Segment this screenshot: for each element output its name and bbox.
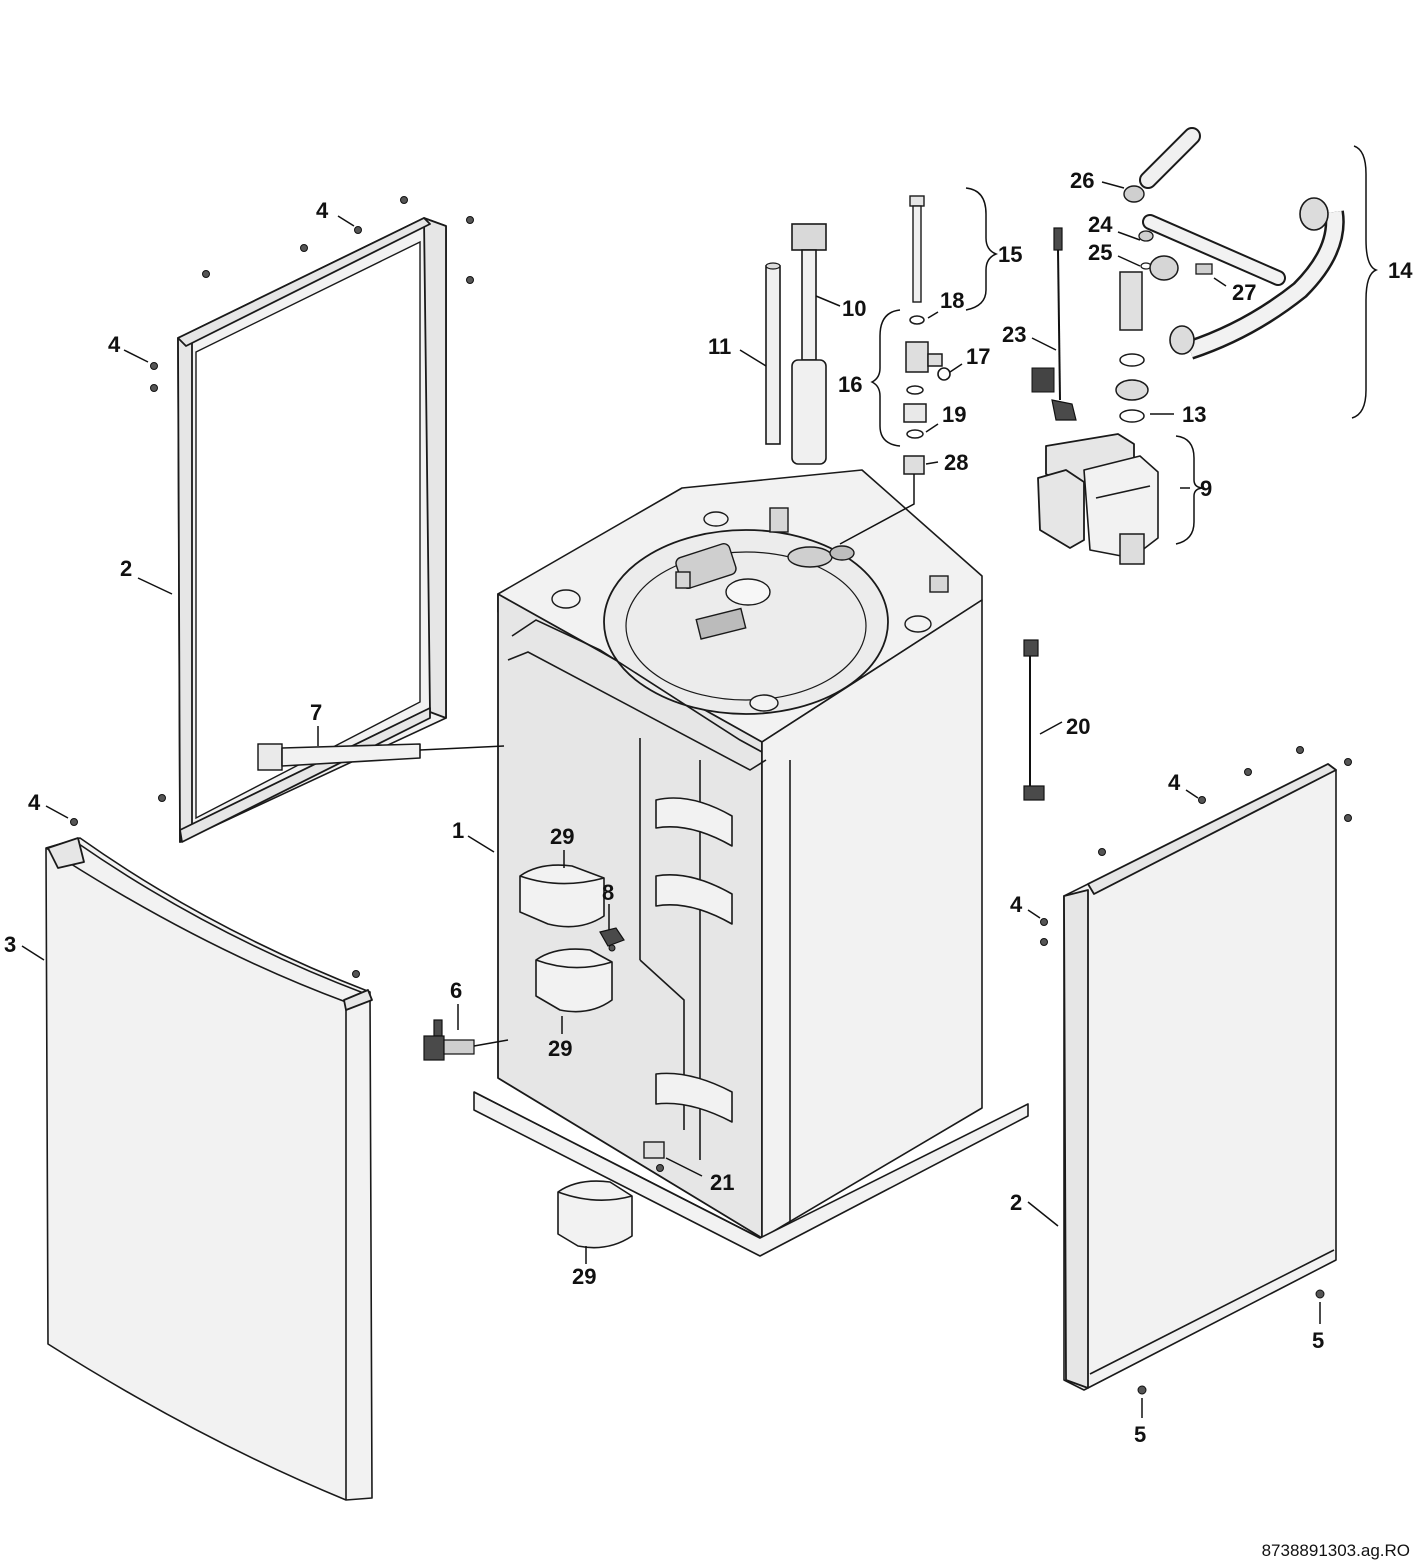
callout-3: 3 (4, 932, 16, 957)
callout-29: 29 (572, 1264, 596, 1289)
hose (257, 743, 505, 771)
callout-18: 18 (940, 288, 964, 313)
callout-17: 17 (966, 344, 990, 369)
callout-labels: 1 2 2 3 4 4 4 4 4 5 5 6 7 8 9 10 11 13 1… (4, 168, 1413, 1447)
screw (1244, 768, 1252, 776)
callout-1: 1 (452, 818, 464, 843)
callout-28: 28 (944, 450, 968, 475)
screw (466, 276, 474, 284)
side-panel-right (1063, 763, 1337, 1391)
callout-9: 9 (1200, 476, 1212, 501)
screw (1344, 758, 1352, 766)
front-cover-panel (45, 837, 373, 1501)
screw (1315, 1289, 1325, 1299)
callout-20: 20 (1066, 714, 1090, 739)
callout-4: 4 (108, 332, 121, 357)
drawing-reference: 8738891303.ag.RO (1262, 1541, 1410, 1560)
screw (70, 818, 78, 826)
callout-15: 15 (998, 242, 1022, 267)
tank-body (473, 469, 1029, 1257)
screws (70, 196, 1352, 1395)
callout-25: 25 (1088, 240, 1112, 265)
callout-10: 10 (842, 296, 866, 321)
screw (1137, 1385, 1147, 1395)
callout-7: 7 (310, 700, 322, 725)
screw (158, 794, 166, 802)
circulation-pump (1037, 433, 1159, 565)
callout-19: 19 (942, 402, 966, 427)
screw (1040, 918, 1048, 926)
screw (1296, 746, 1304, 754)
screw (1098, 848, 1106, 856)
callout-2: 2 (120, 556, 132, 581)
callout-8: 8 (602, 880, 614, 905)
screw (466, 216, 474, 224)
pipe-assembly (1115, 127, 1345, 423)
callout-4: 4 (316, 198, 329, 223)
callout-13: 13 (1182, 402, 1206, 427)
sensor-cable (1031, 227, 1077, 421)
callout-4: 4 (1168, 770, 1181, 795)
sensor-well (765, 262, 781, 445)
callout-27: 27 (1232, 280, 1256, 305)
screw (352, 970, 360, 978)
callout-5: 5 (1312, 1328, 1324, 1353)
insulation-pad-upper (519, 864, 605, 928)
callout-6: 6 (450, 978, 462, 1003)
screw (1040, 938, 1048, 946)
callout-23: 23 (1002, 322, 1026, 347)
bracket (643, 1141, 665, 1172)
callout-29: 29 (550, 824, 574, 849)
screw (150, 362, 158, 370)
insulation-pad-middle (535, 948, 613, 1013)
screw (202, 270, 210, 278)
callout-14: 14 (1388, 258, 1413, 283)
callout-21: 21 (710, 1170, 734, 1195)
callout-2: 2 (1010, 1190, 1022, 1215)
callout-24: 24 (1088, 212, 1113, 237)
insulation-pad-lower (557, 1180, 633, 1249)
screw (300, 244, 308, 252)
side-panel-left (177, 217, 447, 843)
callout-16: 16 (838, 372, 862, 397)
callout-4: 4 (28, 790, 41, 815)
connection-cable (1023, 639, 1045, 801)
callout-26: 26 (1070, 168, 1094, 193)
screw (150, 384, 158, 392)
screw (1198, 796, 1206, 804)
screw (400, 196, 408, 204)
screw (354, 226, 362, 234)
drain-valve (423, 1019, 509, 1061)
callout-5: 5 (1134, 1422, 1146, 1447)
callout-29: 29 (548, 1036, 572, 1061)
callout-4: 4 (1010, 892, 1023, 917)
dip-tube-assembly (839, 195, 951, 545)
anode (791, 223, 827, 465)
screw (1344, 814, 1352, 822)
callout-11: 11 (708, 334, 731, 359)
leader-lines (21, 145, 1379, 1418)
sensor-clip (599, 927, 625, 952)
